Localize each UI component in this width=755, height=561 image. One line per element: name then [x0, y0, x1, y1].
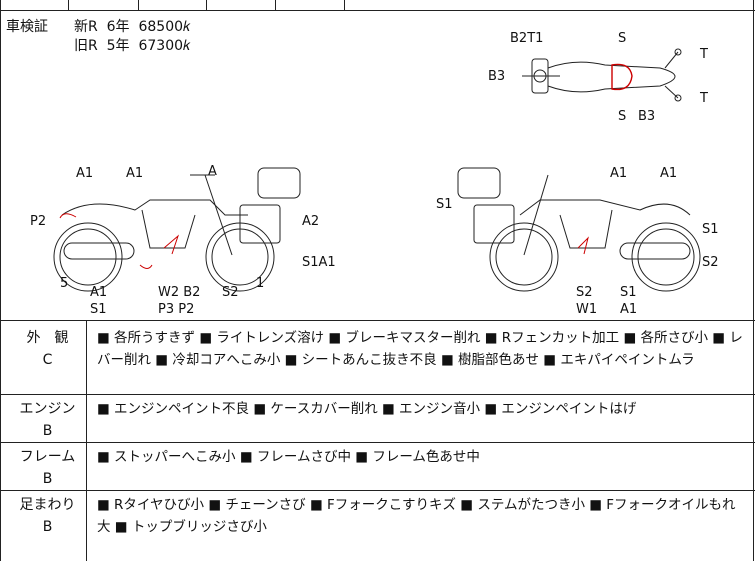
label-p3p2: P3 P2: [158, 302, 194, 317]
label-a1-bottom: A1: [620, 302, 637, 317]
label-s1: S1: [436, 197, 453, 212]
label-a1: A1: [76, 166, 93, 181]
divider: [0, 394, 755, 395]
label-s2: S2: [222, 285, 239, 300]
section-items-engine: ■ エンジンペイント不良 ■ ケースカバー削れ ■ エンジン音小 ■ エンジンペ…: [97, 401, 637, 417]
divider: [0, 442, 755, 443]
label-w1: W1: [576, 302, 597, 317]
reg-type: 新R: [74, 19, 98, 35]
grade-label: B: [42, 471, 53, 487]
grade-label: B: [42, 519, 53, 535]
label-s1a1: S1A1: [302, 255, 336, 270]
left-side-bike: [53, 167, 301, 292]
category-label: フレーム: [19, 449, 76, 465]
label-b3-right: B3: [638, 109, 655, 124]
label-1: 1: [256, 276, 264, 291]
label-s1-bottom: S1: [620, 285, 637, 300]
registration-row-new: 新R 6年 68500𝑘: [74, 18, 190, 37]
grade-label: B: [42, 423, 53, 439]
reg-price: 67300𝑘: [138, 38, 191, 54]
reg-price: 68500𝑘: [138, 19, 191, 35]
section-category-engine: エンジン B: [0, 398, 95, 442]
reg-year: 5年: [106, 38, 130, 54]
label-a1-bottom: A1: [90, 285, 107, 300]
label-a1: A1: [660, 166, 677, 181]
label-s2: S2: [702, 255, 719, 270]
section-category-suspension: 足まわり B: [0, 494, 95, 538]
label-a: A: [208, 164, 217, 179]
label-s2-bottom: S2: [576, 285, 593, 300]
section-items-suspension: ■ Rタイヤひび小 ■ チェーンさび ■ Fフォークこすりキズ ■ ステムがたつ…: [97, 497, 736, 535]
top-table-edge: [0, 0, 755, 11]
label-p2: P2: [30, 214, 46, 229]
reg-year: 6年: [106, 19, 130, 35]
label-b2t1: B2T1: [510, 31, 543, 46]
section-items-frame: ■ ストッパーへこみ小 ■ フレームさび中 ■ フレーム色あせ中: [97, 449, 480, 465]
motorcycle-damage-diagram: B2T1 B3 S T T S B3 A1 A1 A A2 P2 S1A1 5 …: [30, 31, 719, 317]
category-label: エンジン: [19, 401, 76, 417]
divider: [0, 320, 755, 321]
label-t-upper: T: [699, 47, 708, 62]
label-w2b2: W2 B2: [158, 285, 200, 300]
label-b3-left: B3: [488, 69, 505, 84]
section-items-exterior: ■ 各所うすきず ■ ライトレンズ溶け ■ ブレーキマスター削れ ■ Rフェンカ…: [97, 330, 743, 368]
label-s1-bottom: S1: [90, 302, 107, 317]
category-label: 外 観: [26, 330, 69, 346]
divider: [0, 490, 755, 491]
label-5: 5: [60, 276, 68, 291]
registration-label: 車検証: [6, 19, 48, 35]
label-t-lower: T: [699, 91, 708, 106]
category-label: 足まわり: [19, 497, 76, 513]
column-divider: [86, 320, 87, 561]
registration-row-old: 旧R 5年 67300𝑘: [74, 37, 190, 56]
reg-type: 旧R: [74, 38, 98, 54]
grade-label: C: [42, 352, 53, 368]
label-s-top: S: [618, 31, 626, 46]
top-view-diagram: [522, 48, 682, 102]
label-s1: S1: [702, 222, 719, 237]
right-side-bike: [457, 167, 701, 292]
label-a2: A2: [302, 214, 319, 229]
label-s-bottom: S: [618, 109, 626, 124]
section-category-frame: フレーム B: [0, 446, 95, 490]
label-a1: A1: [610, 166, 627, 181]
section-category-exterior: 外 観 C: [0, 327, 95, 371]
label-a1: A1: [126, 166, 143, 181]
